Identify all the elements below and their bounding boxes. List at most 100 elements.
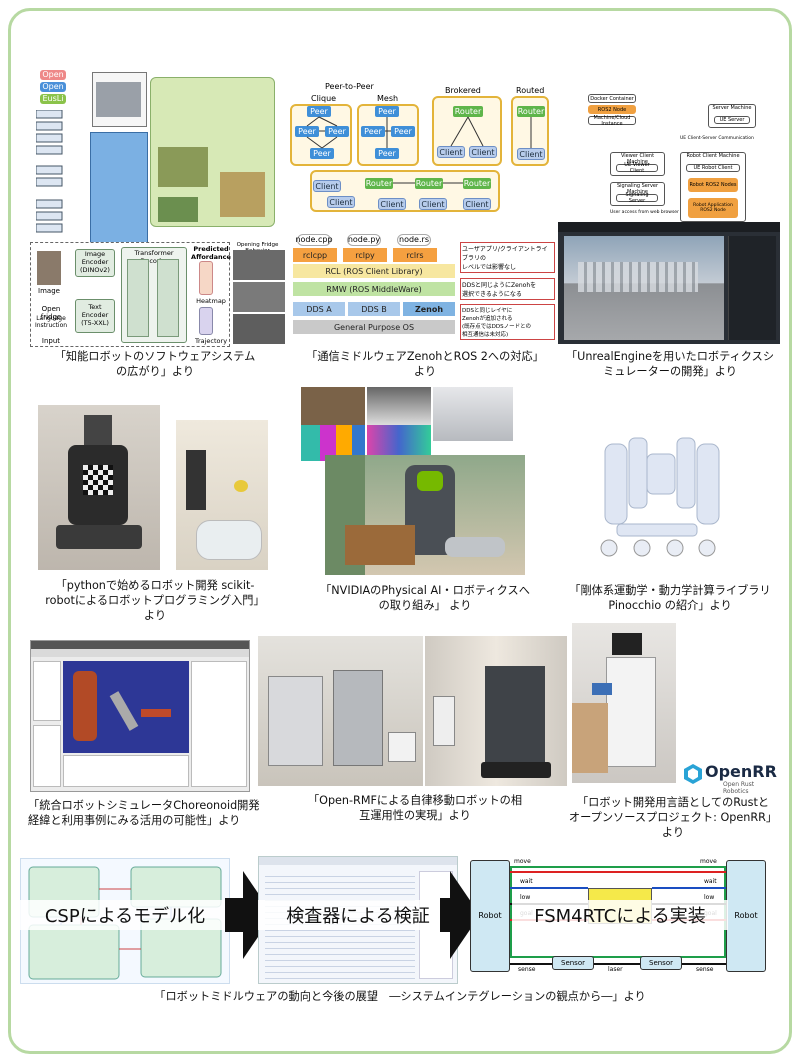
decoder-layer-2	[157, 259, 179, 337]
router-node: Router	[453, 106, 483, 117]
amr-robot-1	[388, 732, 416, 762]
client-node: Client	[517, 148, 545, 160]
topology-links	[306, 116, 532, 184]
ue-comm-label: UE Client-Server Communication	[680, 136, 754, 141]
arrow-2-body	[440, 898, 452, 932]
client-node: Client	[313, 180, 341, 192]
instruction-label: Open fridge	[40, 305, 62, 321]
module-list	[35, 109, 66, 240]
peer-node: Peer	[375, 148, 399, 159]
openrr-logo-text: OpenRR	[705, 762, 777, 781]
note-same-layer: DDSと同じレイヤに Zenohが追加される (既存点ではDDSノードとの 相互…	[460, 304, 555, 340]
ue-rack-1	[578, 262, 698, 292]
arrow-1-body	[225, 898, 245, 932]
model-diagram: Image Open fridge Language Instruction I…	[30, 242, 231, 347]
choreonoid-titlebar	[31, 641, 249, 649]
caption-10: 「ロボットミドルウェアの動向と今後の展望 ―システムインテグレーションの観点から…	[154, 990, 646, 1003]
rcl-layer: RCL (ROS Client Library)	[293, 264, 455, 278]
ros2-node-legend: ROS2 Node	[588, 105, 636, 114]
controller-block	[90, 132, 148, 247]
robot-left-block: Robot	[470, 860, 510, 972]
signal-wait-right: wait	[704, 878, 717, 885]
arm-model-2	[141, 709, 171, 717]
router-node: Router	[517, 106, 545, 117]
peer-node: Peer	[375, 106, 399, 117]
robot-marker	[83, 465, 113, 495]
routed-title: Routed	[516, 86, 545, 95]
viewer-client-machine: Viewer Client Machine	[610, 152, 665, 176]
openrr-arm	[592, 683, 612, 695]
robot-arm	[186, 450, 206, 510]
signal-sense-right: sense	[696, 966, 714, 973]
heatmap-block	[199, 261, 213, 295]
caption-5: 「NVIDIAのPhysical AI・ロボティクスへ の取り組み」 より	[320, 584, 530, 612]
openrr-table	[572, 703, 608, 773]
caption-1: 「知能ロボットのソフトウェアシステム の広がり」より	[54, 350, 256, 378]
nvidia-robot-photo	[325, 455, 525, 575]
language-instruction-label: Language Instruction	[34, 315, 68, 329]
web-access-label: User access from web browser	[610, 210, 679, 215]
client-node: Client	[437, 146, 465, 158]
nvidia-sim-thumbs	[301, 387, 513, 461]
amr-base	[481, 762, 551, 778]
rclrs-layer: rclrs	[393, 248, 437, 262]
euslisp-tag: EusLi	[40, 94, 66, 104]
affordance-label: Predicted Affordance	[191, 245, 231, 261]
sensor-right-block: Sensor	[640, 956, 682, 970]
choreonoid-props-left	[33, 725, 61, 787]
dds-a-layer: DDS A	[293, 302, 345, 316]
node-cpp: node.cpp	[295, 234, 333, 246]
scene-thumb-2	[220, 172, 265, 217]
caption-6: 「剛体系運動学・動力学計算ライブラリ Pinocchio の紹介」より	[569, 584, 771, 612]
pinocchio-robot-drawing	[600, 437, 720, 557]
client-node: Client	[469, 146, 497, 158]
clique-title: Clique	[311, 94, 337, 103]
trajectory-label: Trajectory	[194, 337, 228, 345]
choreonoid-screenshot	[30, 640, 250, 792]
caption-2: 「通信ミドルウェアZenohとROS 2への対応」 より	[306, 350, 544, 378]
signal-laser: laser	[608, 966, 623, 973]
open-tag-1: Open	[40, 70, 66, 80]
choreonoid-item-tree	[33, 661, 61, 721]
caption-4: 「pythonで始めるロボット開発 scikit- robotによるロボットプロ…	[45, 579, 265, 622]
caption-8: 「Open-RMFによる自律移動ロボットの相 互運用性の実現」より	[307, 794, 523, 822]
lemon	[234, 480, 248, 492]
robot-wheels	[56, 525, 142, 549]
client-node: Client	[463, 198, 491, 210]
choreonoid-message-view	[63, 755, 189, 787]
peer-node: Peer	[391, 126, 415, 137]
signal-wait-left: wait	[520, 878, 533, 885]
signal-low-right: low	[704, 894, 715, 901]
scene-thumb-3	[158, 197, 198, 222]
input-label: Input	[41, 337, 61, 345]
robot-client-machine: Robot Client Machine	[680, 152, 746, 222]
os-layer: General Purpose OS	[293, 320, 455, 334]
fsm4rtc-label-band: FSM4RTCによる実装	[512, 900, 728, 930]
openrr-logo-subtext: Open Rust Robotics	[723, 781, 755, 795]
text-encoder-block: Text Encoder (T5-XXL)	[75, 299, 115, 333]
server-machine: Server Machine	[708, 104, 756, 128]
sink	[196, 520, 262, 560]
scikit-robot-photo	[38, 405, 160, 570]
robot-arm-kitchen-photo	[176, 420, 268, 570]
signal-sense-left: sense	[518, 966, 536, 973]
pinocchio-render	[587, 432, 724, 560]
scene-thumb-4	[96, 82, 141, 117]
input-image	[37, 251, 61, 285]
fridge-photo-2	[233, 282, 285, 312]
client-node: Client	[419, 198, 447, 210]
openrr-hex-icon	[684, 764, 702, 784]
brokered-title: Brokered	[445, 86, 481, 95]
checker-label-band: 検査器による検証	[258, 900, 458, 930]
peer-node: Peer	[310, 148, 334, 159]
ue-architecture-diagram: Docker Container ROS2 Node Machine/Cloud…	[588, 82, 778, 222]
robot-app-node: Robot Application ROS2 Node	[688, 198, 738, 218]
signaling-server: Signaling Server	[616, 192, 658, 204]
client-node: Client	[378, 198, 406, 210]
scene-thumb-1	[158, 147, 208, 187]
peer-node: Peer	[361, 126, 385, 137]
humanoid-model	[73, 671, 97, 741]
robot-head	[84, 415, 112, 445]
signaling-server-machine: Signaling Server Machine	[610, 182, 665, 206]
input-image-label: Image	[38, 287, 60, 295]
